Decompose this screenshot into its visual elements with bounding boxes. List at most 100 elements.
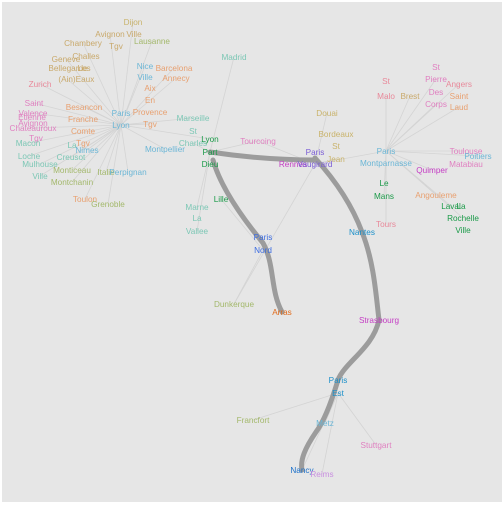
node-label-des: Des [429, 88, 444, 97]
edge-lyon-hub-annecy [120, 77, 177, 126]
edge-vaugirard-dunkerque [233, 163, 316, 305]
node-label-tours: Tours [376, 220, 396, 229]
edge-vaugirard-douai [314, 112, 328, 165]
node-label-est: Est [332, 389, 345, 398]
edge-paris-mont-angers [385, 83, 460, 152]
heavy-edge-1 [207, 149, 318, 163]
edge-paris-mont-poitiers [385, 150, 479, 157]
edge-lyon-hub-italie [105, 124, 122, 173]
node-label-reims: Reims [310, 470, 333, 479]
edge-part-charles [192, 142, 211, 153]
node-label-paris-mont: Paris [377, 147, 396, 156]
node-label-le-a: Le [379, 179, 389, 188]
edge-part-vallee [196, 151, 211, 232]
node-label-aix: Aix [144, 84, 155, 93]
node-label-vaugirard: Vaugirard [298, 160, 333, 169]
node-label-paris-lyon: Paris [112, 109, 131, 118]
edge-paris-mont-brest [385, 95, 411, 152]
node-label-dunkerque: Dunkerque [214, 300, 255, 309]
node-label-lausanne: Lausanne [134, 37, 170, 46]
node-label-brest: Brest [400, 92, 420, 101]
edge-lyon-hub-tgv-b [120, 123, 151, 126]
node-label-tgv-a: Tgv [109, 42, 124, 51]
node-label-montparnasse: Montparnasse [360, 159, 412, 168]
edge-lyon-hub-mulhouse [39, 124, 122, 165]
edge-lyon-hub-geneve [65, 58, 122, 126]
edge-lyon-hub-chateauroux [32, 124, 122, 129]
heavy-edge-4 [299, 317, 382, 473]
node-label-st-b: St [332, 142, 340, 151]
node-label-paris-vaug: Paris [306, 148, 325, 157]
node-label-laval: Laval [441, 202, 461, 211]
edge-vaugirard-paris-mont [314, 150, 387, 165]
node-label-monticeau: Monticeau [53, 166, 91, 175]
node-label-macon: Macon [16, 139, 41, 148]
edge-paris-mont-pierre [385, 78, 437, 152]
node-label-laud: Laud [450, 103, 469, 112]
node-label-la-a: La [67, 141, 77, 150]
node-label-chambery: Chambery [64, 39, 103, 48]
edge-group-heavy [207, 149, 382, 473]
node-label-annecy: Annecy [162, 74, 190, 83]
edge-lyon-hub-saint [33, 102, 122, 126]
edge-lyon-hub-toulon [84, 124, 122, 200]
edge-lyon-hub-creusot [70, 124, 122, 158]
edge-group-light [27, 21, 479, 475]
node-label-lyon-hub: Lyon [112, 121, 130, 130]
node-label-angouleme: Angouleme [415, 191, 457, 200]
edge-lyon-hub-loche [28, 124, 122, 157]
edge-lyon-hub-dijon [120, 21, 134, 126]
node-label-charles: Charles [179, 139, 207, 148]
node-label-italie: Italie [97, 168, 115, 177]
node-label-mans: Mans [374, 192, 394, 201]
node-label-malo: Malo [377, 92, 395, 101]
node-label-toulon: Toulon [73, 195, 98, 204]
node-label-franche: Franche [68, 115, 98, 124]
node-label-montchanin: Montchanin [51, 178, 94, 187]
edge-lyon-hub-valence [32, 112, 122, 126]
edge-lyon-hub-avignon [109, 33, 122, 126]
edge-lyon-hub-grenoble [107, 124, 122, 205]
node-label-stuttgart: Stuttgart [361, 441, 393, 450]
node-label-rochelle: Rochelle [447, 214, 479, 223]
node-label-ain: (Ain) [58, 75, 76, 84]
edge-lyon-hub-montpellier [120, 124, 166, 150]
node-label-tgv-d: Tgv [29, 134, 44, 143]
edge-nord-dunkerque [233, 249, 264, 305]
node-label-zurich: Zurich [29, 80, 52, 89]
node-label-marne: Marne [185, 203, 209, 212]
edge-est-stuttgart [337, 392, 377, 446]
node-label-tourcoing: Tourcoing [240, 137, 276, 146]
edge-lyon-hub-macon [27, 124, 122, 144]
node-label-part: Part [202, 148, 218, 157]
node-label-la-b: La [192, 214, 202, 223]
node-label-pierre: Pierre [425, 75, 447, 84]
node-label-nord: Nord [254, 246, 272, 255]
edge-lyon-hub-montchanin [71, 124, 122, 183]
node-label-eaux: Eaux [76, 75, 95, 84]
node-label-lille: Lille [214, 195, 229, 204]
edge-paris-mont-laud [385, 106, 460, 152]
node-label-grenoble: Grenoble [91, 200, 125, 209]
node-label-ville-b: Ville [137, 73, 153, 82]
node-label-provence: Provence [133, 108, 168, 117]
node-label-nantes: Nantes [349, 228, 375, 237]
node-label-la-c: La [456, 202, 466, 211]
node-label-challes: Challes [72, 52, 99, 61]
node-label-vallee: Vallee [186, 227, 209, 236]
node-label-paris-est: Paris [329, 376, 348, 385]
node-label-lyon-pd: Lyon [201, 135, 219, 144]
edge-lyon-hub-monticeau [71, 124, 122, 171]
edge-est-nancy [301, 392, 339, 471]
node-label-valence: Valence [19, 109, 48, 118]
node-label-bordeaux: Bordeaux [318, 130, 353, 139]
edge-part-marne [196, 151, 211, 208]
node-label-loche: Loche [18, 152, 41, 161]
node-label-francfort: Francfort [237, 416, 270, 425]
node-label-tgv-b: Tgv [143, 120, 158, 129]
node-label-geneve: Geneve [52, 55, 81, 64]
plot-background [2, 2, 502, 502]
node-label-avignon: Avignon [95, 30, 125, 39]
